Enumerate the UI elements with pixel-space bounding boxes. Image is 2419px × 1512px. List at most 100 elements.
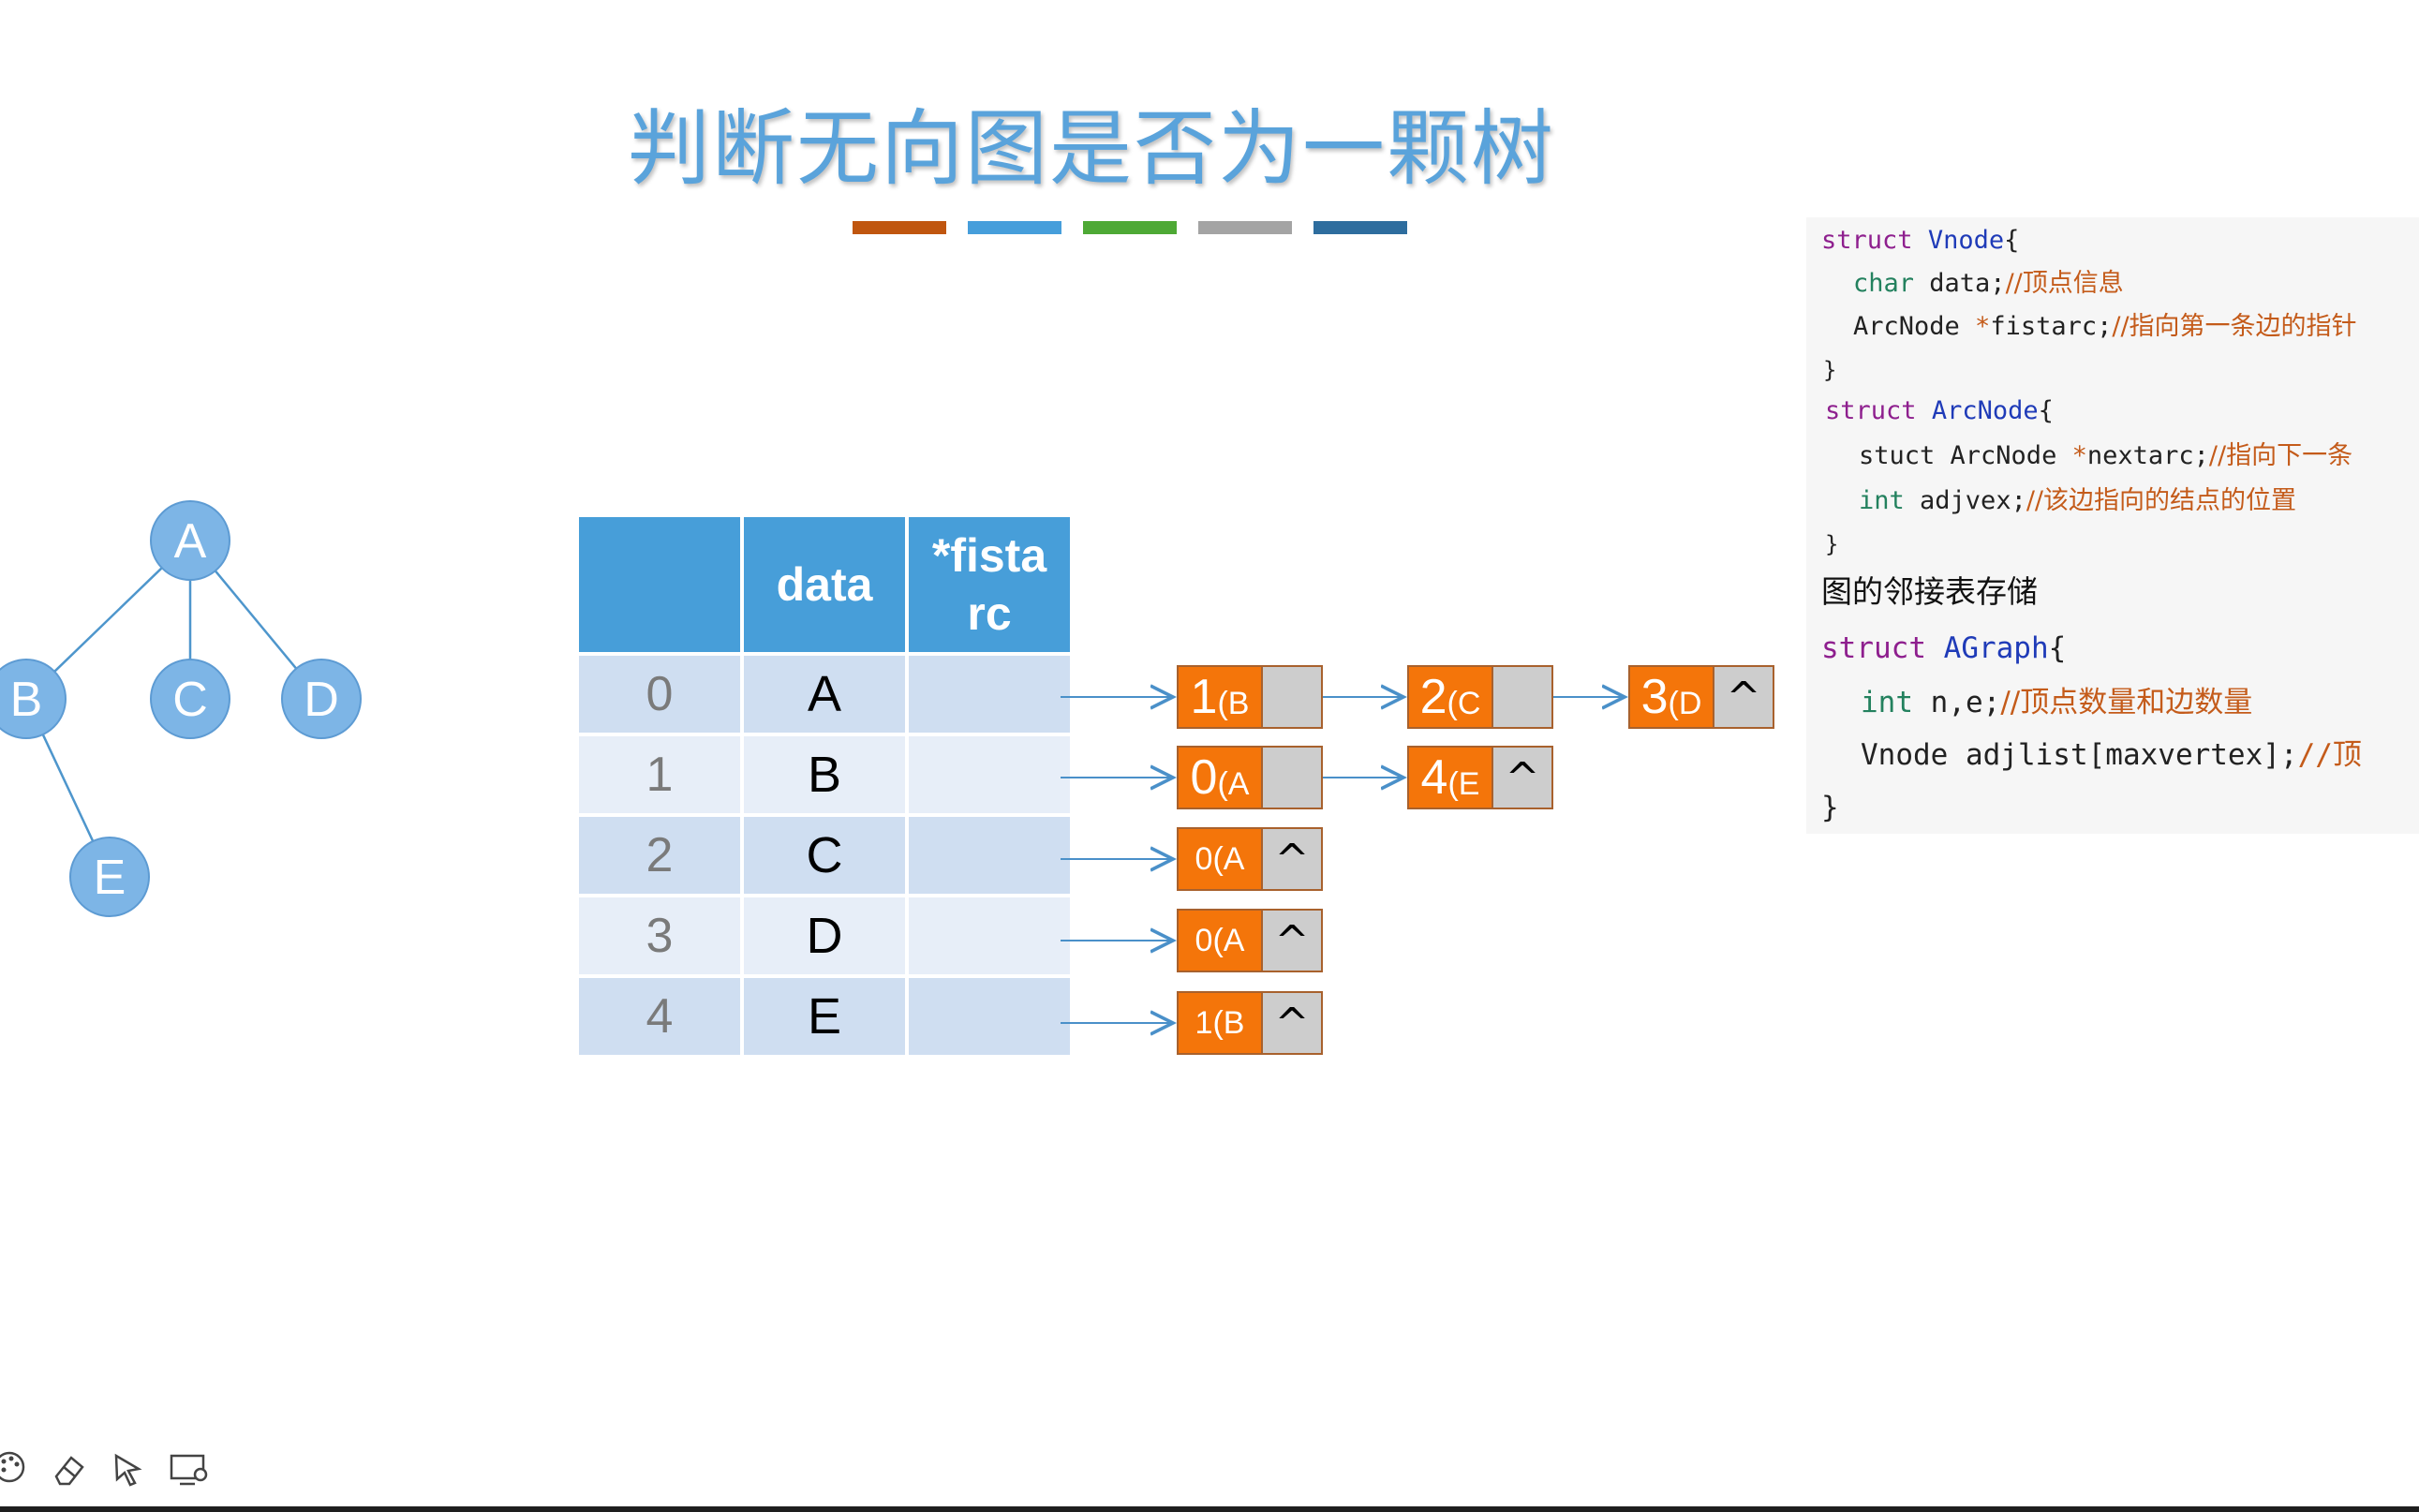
row-data: A: [744, 656, 905, 733]
arc-node-next: ^: [1714, 665, 1774, 729]
code-line: int n,e;//顶点数量和边数量: [1861, 676, 2252, 729]
arc-node-next: [1263, 746, 1323, 809]
tree-node-label: E: [94, 851, 126, 905]
tree-node: [150, 659, 230, 739]
code-token: {: [2048, 631, 2067, 665]
code-comment: //指向第一条边的指针: [2112, 312, 2357, 341]
code-comment: //该边指向的结点的位置: [2026, 486, 2297, 515]
arc-node-num: 4: [1420, 750, 1448, 805]
arc-node-adjvex: 2(C: [1407, 665, 1493, 729]
code-token: struct: [1821, 631, 1926, 665]
arc-node-adjvex: 1(B: [1177, 665, 1263, 729]
tree-node: [69, 837, 150, 917]
arc-node-label: (B: [1217, 685, 1250, 721]
code-line: }: [1821, 791, 1839, 824]
table-row: 4 E: [579, 978, 1070, 1055]
code-token: Vnode adjlist[maxvertex];: [1861, 738, 2298, 772]
code-token: stuct ArcNode: [1859, 441, 2072, 470]
color-bar: [1083, 221, 1177, 234]
page-title: 判断无向图是否为一颗树: [627, 100, 1555, 197]
color-bar: [1313, 221, 1407, 234]
arc-node-label: (E: [1447, 765, 1480, 802]
arc-node-adjvex: 4(E: [1407, 746, 1493, 809]
tree-node: [281, 659, 362, 739]
arc-node-num: 3: [1640, 670, 1669, 724]
row-firstarc: [909, 817, 1070, 894]
table-header-index: [579, 517, 740, 652]
code-line: Vnode adjlist[maxvertex];//顶: [1861, 729, 2362, 781]
row-data: B: [744, 736, 905, 813]
arc-node: 2(C: [1407, 665, 1553, 729]
arc-node-next: ^: [1263, 991, 1323, 1055]
arc-node-num: 0: [1195, 840, 1213, 877]
arc-node-label: (A: [1212, 840, 1245, 877]
row-index: 2: [579, 817, 740, 894]
arc-node-num: 0: [1190, 750, 1218, 805]
row-index: 3: [579, 897, 740, 974]
row-firstarc: [909, 656, 1070, 733]
color-bar-strip: [853, 221, 1429, 239]
arc-node-adjvex: 1(B: [1177, 991, 1263, 1055]
row-data: C: [744, 817, 905, 894]
code-comment: //指向下一条: [2208, 441, 2353, 470]
code-line: }: [1823, 357, 1837, 383]
code-token: adjvex;: [1904, 486, 2026, 515]
tree-node-label: B: [10, 673, 43, 727]
row-data: E: [744, 978, 905, 1055]
arc-node: 1(B: [1177, 665, 1323, 729]
code-comment: //顶: [2297, 738, 2362, 772]
arc-node-next: ^: [1263, 827, 1323, 891]
code-token: n,e;: [1913, 686, 2001, 719]
code-line: char data;//顶点信息: [1853, 260, 2124, 307]
code-token: int: [1861, 686, 1913, 719]
tree-node: [150, 500, 230, 581]
tree-edge: [214, 570, 298, 670]
table-header-data: data: [744, 517, 905, 652]
tree-node-label: A: [174, 514, 207, 569]
tree-node: [0, 659, 67, 739]
header-line: rc: [967, 587, 1012, 640]
arc-node-next: ^: [1263, 909, 1323, 972]
arc-node: 0(A: [1177, 746, 1323, 809]
arc-node-next: [1263, 665, 1323, 729]
color-bar: [853, 221, 946, 234]
bottom-edge: [0, 1506, 2419, 1512]
code-comment: //顶点信息: [2005, 269, 2124, 298]
color-bar: [1198, 221, 1292, 234]
code-token: char: [1853, 269, 1915, 298]
arc-node-num: 2: [1419, 670, 1447, 724]
tree-edge: [53, 567, 163, 673]
code-line: struct AGraph{: [1821, 622, 2066, 674]
arc-node-label: (B: [1212, 1004, 1245, 1041]
row-firstarc: [909, 978, 1070, 1055]
code-token: {: [2038, 396, 2054, 425]
row-firstarc: [909, 897, 1070, 974]
table-row: 0 A: [579, 656, 1070, 733]
code-panel: struct Vnode{ char data;//顶点信息 ArcNode *…: [1806, 217, 2419, 834]
arc-node-label: (A: [1212, 922, 1245, 958]
code-line: ArcNode *fistarc;//指向第一条边的指针: [1853, 304, 2357, 350]
code-token: struct: [1825, 396, 1917, 425]
row-index: 4: [579, 978, 740, 1055]
table-row: 1 B: [579, 736, 1070, 813]
code-token: struct: [1821, 226, 1913, 255]
code-line: }: [1825, 531, 1839, 557]
code-token: {: [2004, 226, 2020, 255]
row-index: 0: [579, 656, 740, 733]
code-token: fistarc;: [1990, 312, 2113, 341]
table-row: 2 C: [579, 817, 1070, 894]
arc-node-adjvex: 3(D: [1628, 665, 1714, 729]
arc-node-num: 0: [1195, 922, 1213, 958]
code-line: struct ArcNode{: [1825, 388, 2054, 435]
arc-node-label: (D: [1668, 685, 1702, 721]
arc-node-next: [1493, 665, 1553, 729]
color-bar: [968, 221, 1061, 234]
tree-node-label: C: [172, 673, 208, 727]
table-row: 3 D: [579, 897, 1070, 974]
row-firstarc: [909, 736, 1070, 813]
code-token: ArcNode: [1853, 312, 1976, 341]
code-token: nextarc;: [2086, 441, 2209, 470]
